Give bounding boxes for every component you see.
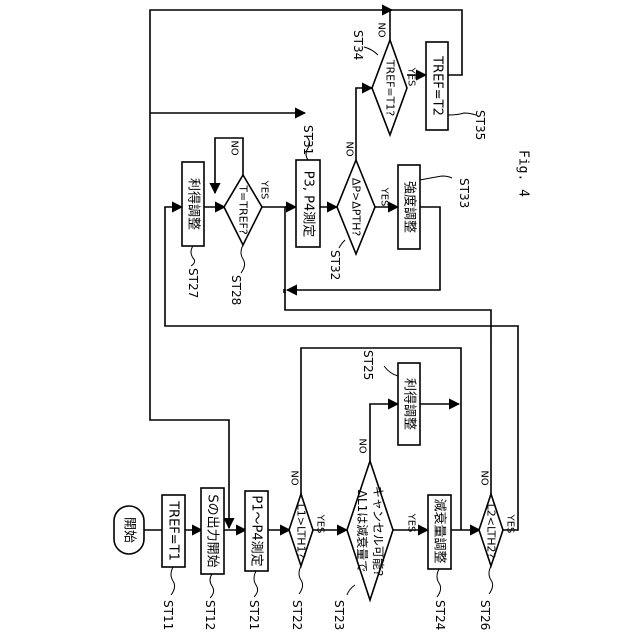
st23-diamond — [347, 461, 393, 600]
st12-label: Sの出力開始 — [205, 494, 220, 567]
st34-label: TREF=T1? — [384, 59, 397, 117]
start-label: 開始 — [122, 517, 137, 543]
st22-no-label: NO — [289, 470, 300, 485]
st26-tag: ST26 — [478, 600, 492, 630]
st25-tag: ST25 — [361, 350, 375, 380]
st11-label: TREF=T1 — [166, 500, 181, 561]
st32-label: ΔP>ΔPTH? — [350, 178, 363, 237]
st33-leader — [420, 176, 452, 180]
st25-leader — [384, 366, 398, 376]
edge-st32-no — [356, 88, 372, 160]
st22-leader — [299, 566, 303, 594]
st22-label: L1>LTH1? — [295, 504, 308, 559]
st33-label: 強度調整 — [402, 181, 418, 233]
st24-label: 減衰量調整 — [432, 498, 448, 563]
st12-leader — [210, 574, 214, 598]
st28-no-label: NO — [229, 140, 240, 155]
edge-st35-top — [150, 10, 462, 113]
st28-tag: ST28 — [229, 275, 243, 305]
st23-yes-label: YES — [406, 513, 417, 533]
st27-leader — [191, 246, 195, 266]
st34-tag: ST34 — [351, 30, 365, 60]
st22-tag: ST22 — [290, 600, 304, 630]
st22-yes-label: YES — [315, 514, 326, 534]
st27-tag: ST27 — [186, 268, 200, 298]
st23-label: ΔL1は減衰量で — [355, 490, 370, 573]
st32-no-label: NO — [344, 141, 355, 156]
st25-label: 利得調整 — [402, 378, 418, 430]
st11-leader — [171, 567, 175, 595]
st26-label: L2<LTH2? — [485, 504, 498, 559]
st27-label: 利得調整 — [186, 178, 202, 230]
st26-leader — [489, 566, 493, 594]
st35-leader — [448, 113, 476, 115]
st28-yes-label: YES — [259, 180, 270, 200]
st24-leader — [437, 569, 441, 597]
st12-tag: ST12 — [203, 600, 217, 630]
st21-tag: ST21 — [247, 600, 261, 630]
st32-yes-label: YES — [379, 187, 390, 207]
st21-label: P1〜P4測定 — [249, 495, 264, 566]
st28-label: T=TREF? — [237, 184, 250, 235]
st23-label-2: キャンセル可能? — [371, 486, 385, 576]
st28-leader — [241, 245, 245, 273]
st35-label: TREF=T2 — [430, 55, 445, 116]
st26-no-label: NO — [479, 470, 490, 485]
st11-tag: ST11 — [161, 600, 175, 630]
st33-tag: ST33 — [457, 178, 471, 208]
st34-yes-label: YES — [406, 67, 417, 87]
st32-tag: ST32 — [328, 250, 342, 280]
st23-leader — [347, 585, 355, 595]
edge-st34-no — [390, 10, 392, 40]
st32-leader — [339, 240, 345, 248]
st31-label: P3, P4測定 — [301, 171, 316, 238]
st26-yes-label: YES — [505, 514, 516, 534]
st23-no-label: NO — [357, 438, 368, 453]
st31-tag: ST31 — [301, 125, 315, 155]
st34-leader — [364, 47, 378, 55]
edge-st26-no-b — [283, 290, 491, 348]
st24-tag: ST24 — [433, 600, 447, 630]
edge-st23-no — [370, 404, 398, 462]
figure-title: Fig. 4 — [516, 150, 531, 197]
edge-st28-yes — [262, 207, 285, 292]
st34-no-label: NO — [376, 22, 387, 37]
st21-leader — [254, 571, 258, 597]
st23-tag: ST23 — [332, 600, 346, 630]
